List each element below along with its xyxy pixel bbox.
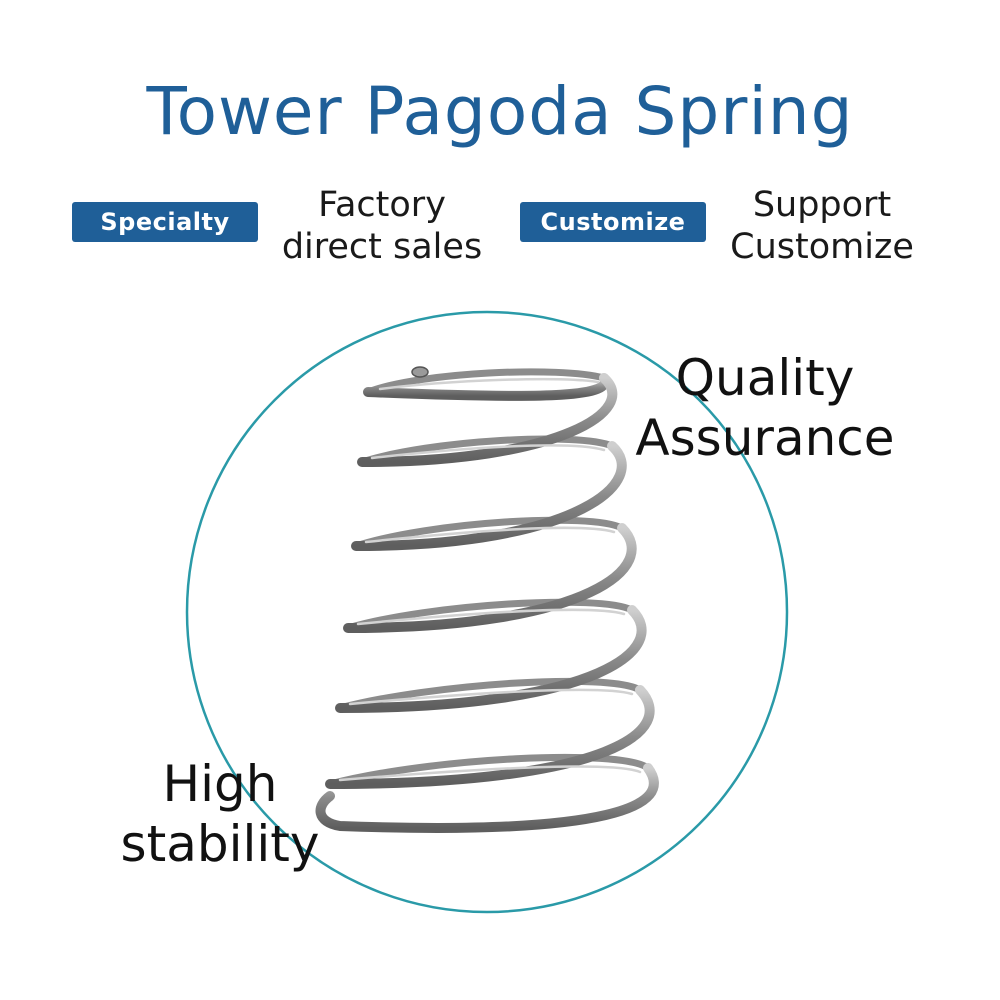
page-title: Tower Pagoda Spring <box>146 73 854 150</box>
callout-line: High <box>162 755 278 813</box>
factory-direct-sales-text: Factory direct sales <box>262 184 502 268</box>
callout-line: Assurance <box>635 409 895 467</box>
support-customize-text: Support Customize <box>712 184 932 268</box>
callout-line: stability <box>120 815 320 873</box>
callout-line: Quality <box>675 349 855 407</box>
spring-wire-end <box>411 366 429 378</box>
feature-line: Customize <box>730 227 914 267</box>
high-stability-callout: High stability <box>100 754 340 874</box>
spring-highlight <box>338 377 642 782</box>
spring-front-coils <box>315 373 659 833</box>
customize-badge: Customize <box>520 202 706 242</box>
feature-line: Factory <box>318 185 446 225</box>
feature-line: direct sales <box>281 227 483 267</box>
feature-line: Support <box>752 185 892 225</box>
quality-assurance-callout: Quality Assurance <box>620 348 910 468</box>
specialty-badge: Specialty <box>72 202 258 242</box>
frame-circle <box>185 310 789 914</box>
spring-back-coils <box>326 368 652 788</box>
